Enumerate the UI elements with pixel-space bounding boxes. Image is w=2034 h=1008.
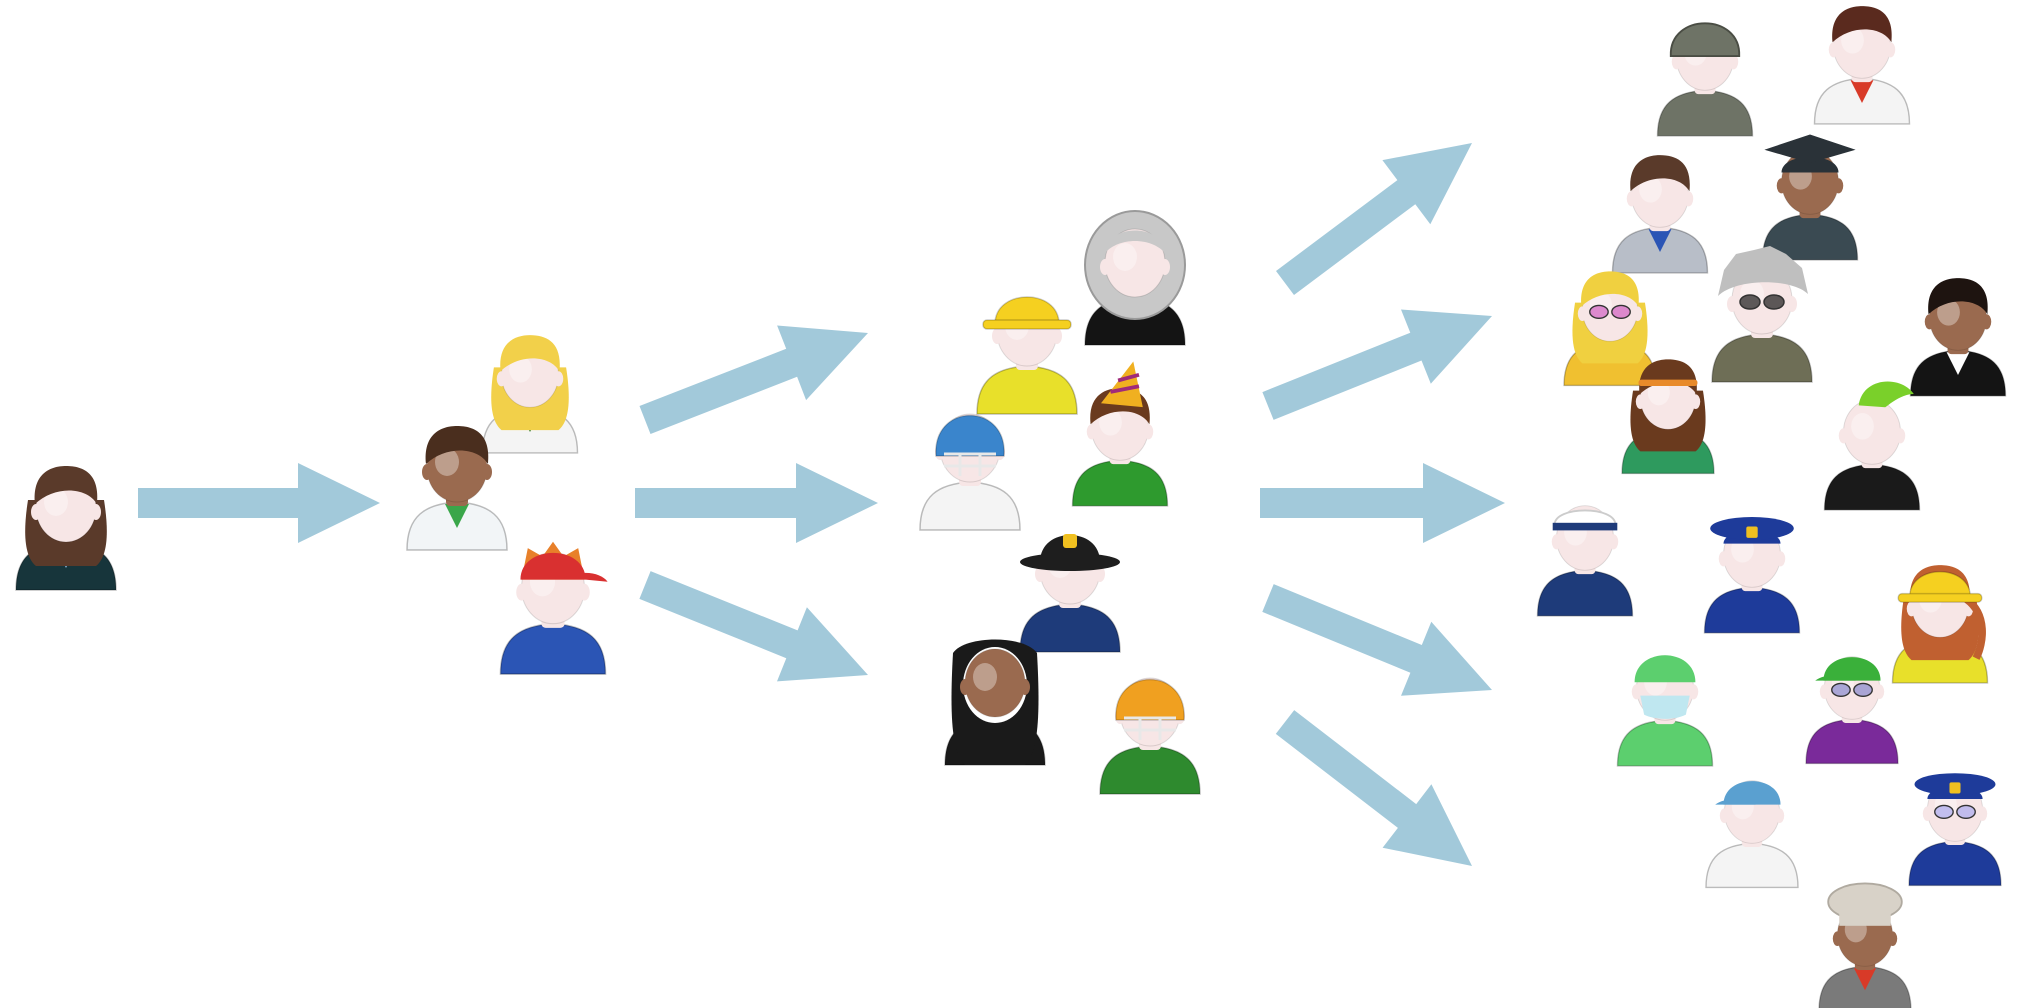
connector-arrow — [1260, 463, 1505, 543]
connector-arrow — [1262, 310, 1492, 420]
connector-arrow — [1276, 143, 1472, 295]
connector-arrow — [639, 571, 868, 681]
avatar-professor — [1712, 246, 1812, 382]
avatar-graduate — [1763, 135, 1858, 260]
avatar-american-football-player — [1100, 678, 1200, 794]
avatar-surgeon — [1618, 655, 1713, 766]
avatar-chef — [1819, 883, 1911, 1008]
avatar-businesswoman — [16, 466, 116, 590]
avatar-tourist — [1806, 657, 1898, 764]
avatar-judge — [1085, 211, 1185, 345]
connector-arrow — [1262, 584, 1492, 696]
avatar-sailor — [1538, 506, 1633, 616]
avatar-punk — [1825, 382, 1920, 510]
avatar-police-officer — [1705, 517, 1800, 633]
avatar-businessman — [1613, 155, 1708, 273]
avatar-pilot — [1909, 773, 2001, 885]
avatar-kid-in-hoodie — [501, 542, 608, 674]
avatar-gentleman-in-tuxedo — [1911, 278, 2006, 396]
avatar-priest — [1815, 6, 1910, 124]
avatar-nun — [945, 640, 1045, 766]
avatar-baseball-player — [1706, 781, 1798, 888]
avatar-soldier — [1658, 23, 1753, 136]
connector-arrow — [635, 463, 878, 543]
avatar-bavarian-girl — [483, 335, 578, 453]
connector-arrow — [640, 326, 869, 435]
avatar-firefighter — [1020, 534, 1120, 652]
avatar-football-player-helmet — [920, 414, 1020, 530]
connector-arrow — [1276, 710, 1472, 866]
avatar-construction-worker-woman — [1893, 565, 1988, 683]
avatar-construction-worker — [977, 297, 1077, 414]
avatar-sunglasses-woman — [1564, 271, 1656, 385]
avatar-party-guy — [1073, 362, 1168, 506]
connector-arrow — [138, 463, 380, 543]
